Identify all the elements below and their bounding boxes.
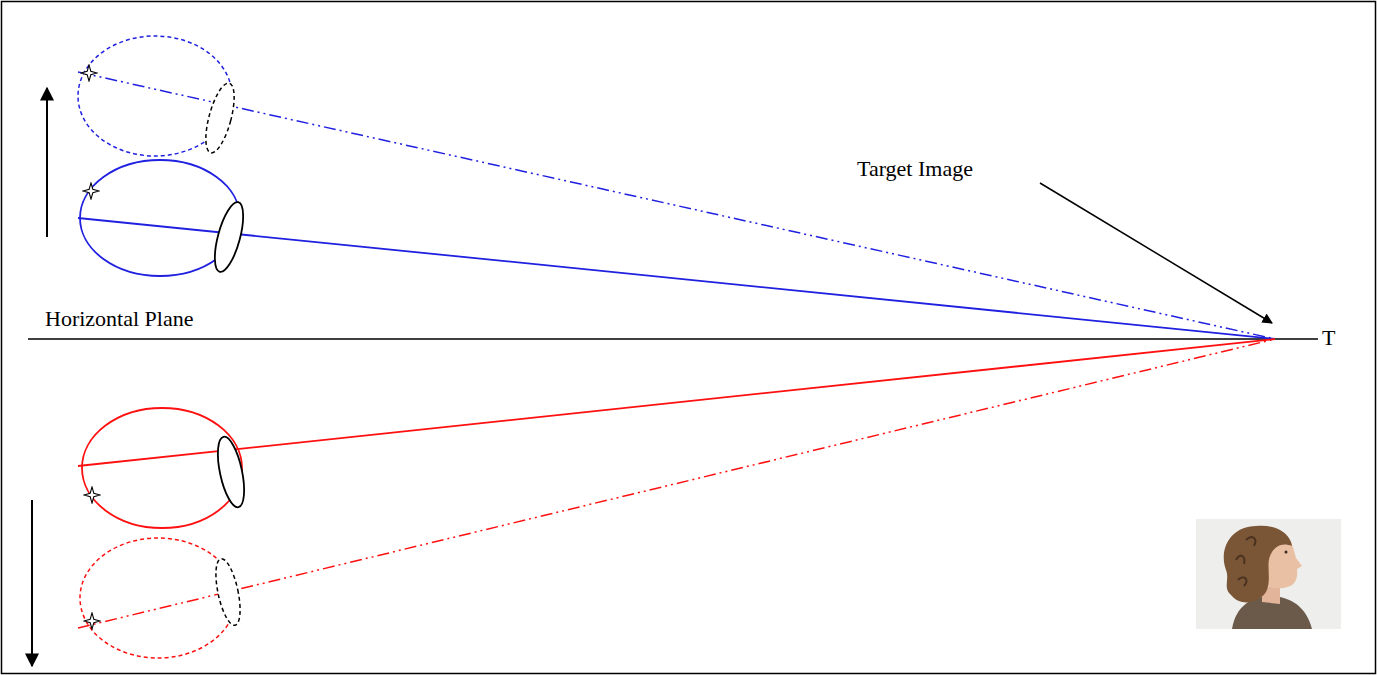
sight-line (78, 218, 1275, 339)
leader-arrow (1040, 183, 1272, 323)
eye-upper (80, 160, 249, 276)
eye-lowered (80, 538, 245, 658)
movement-arrow (31, 500, 33, 666)
eye-raised (78, 36, 240, 156)
eye-lower (82, 408, 249, 528)
sight-line (78, 339, 1275, 628)
horizontal-plane-line (28, 338, 1318, 340)
plane-label: Horizontal Plane (43, 307, 195, 331)
target-point-label: T (1320, 326, 1337, 350)
sight-line (78, 72, 1275, 339)
movement-arrow (46, 88, 48, 237)
profile-photo (1196, 519, 1341, 629)
sight-line (78, 339, 1275, 466)
target-label: Target Image (855, 157, 975, 181)
